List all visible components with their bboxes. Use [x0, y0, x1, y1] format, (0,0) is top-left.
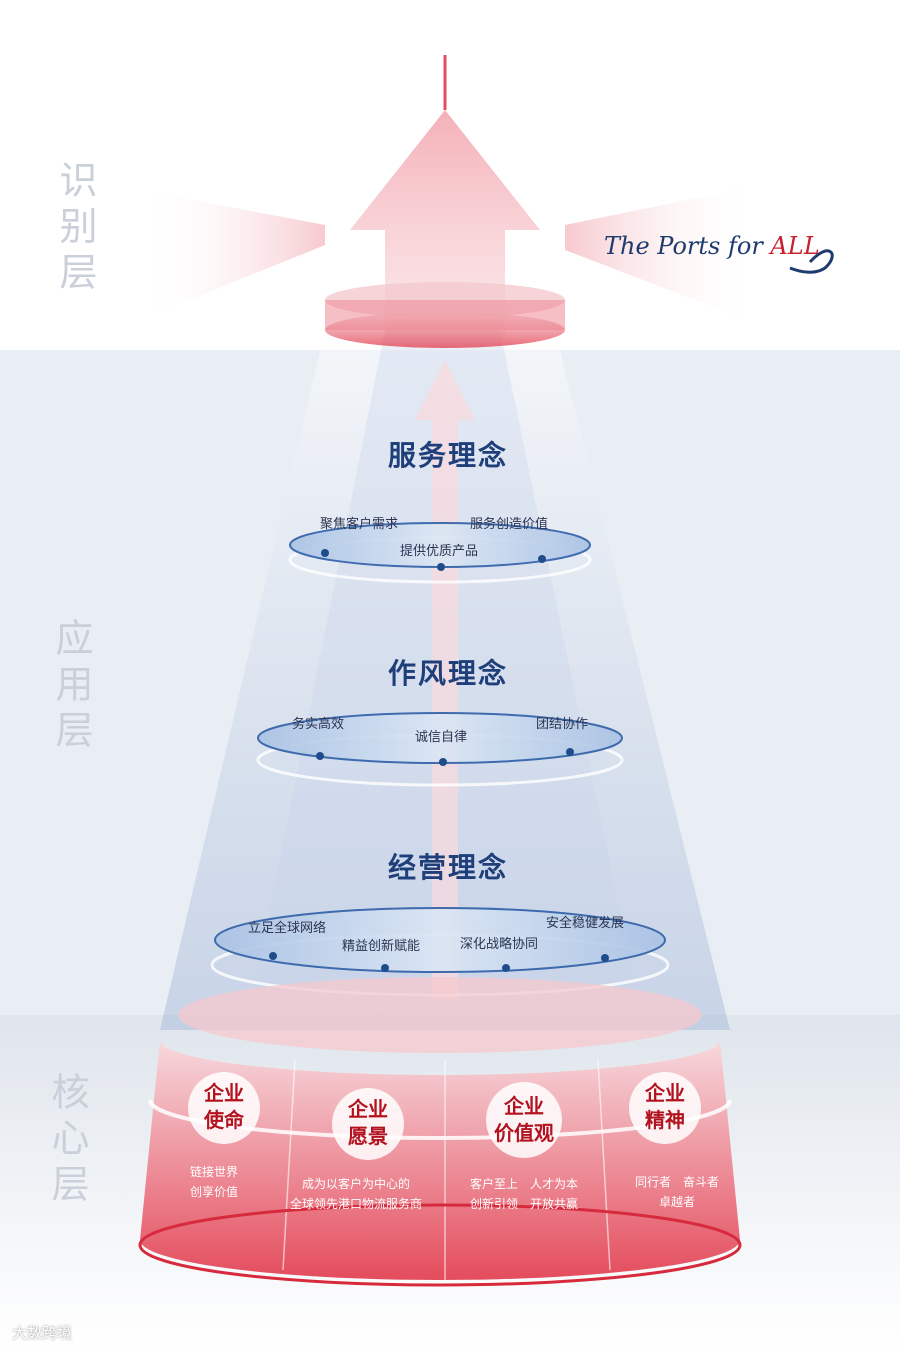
mission-description-line2: 创享价值: [190, 1185, 239, 1199]
values-description-line1: 客户至上 人才为本: [470, 1177, 579, 1191]
service-concept-title: 服务理念: [387, 439, 508, 472]
spirit-description-line2: 卓越者: [659, 1195, 696, 1209]
right-light-ray: [565, 185, 760, 325]
style-keyword: 团结协作: [536, 717, 589, 732]
operation-dot: [269, 952, 277, 960]
values-heading-line2: 价值观: [494, 1121, 554, 1145]
operation-keyword: 安全稳健发展: [546, 916, 625, 931]
layer-label-identity: 识别层: [53, 160, 97, 298]
mission-heading-line1: 企业: [204, 1081, 244, 1105]
values-description-line2: 创新引领 开放共赢: [470, 1197, 579, 1211]
style-concept-title: 作风理念: [387, 657, 508, 690]
core-divider: [597, 1059, 611, 1271]
slogan-accent: ALL: [770, 232, 820, 260]
values-heading: 企业 价值观: [479, 1093, 569, 1147]
style-dot: [566, 748, 574, 756]
service-dot: [321, 549, 329, 557]
mission-description-line1: 链接世界: [190, 1165, 239, 1179]
style-keyword: 诚信自律: [415, 730, 468, 745]
top-disc-side: [325, 300, 565, 330]
spirit-heading-line1: 企业: [645, 1081, 685, 1105]
values-circle: [486, 1082, 562, 1158]
operation-keyword: 深化战略协同: [460, 937, 539, 952]
layer-label-application: 应用层: [49, 618, 93, 756]
style-dot: [439, 758, 447, 766]
operation-keyword: 精益创新赋能: [342, 939, 421, 954]
spirit-description: 同行者 奋斗者 卓越者: [635, 1172, 719, 1212]
operation-dot: [601, 954, 609, 962]
operation-dot: [381, 964, 389, 972]
operation-keyword: 立足全球网络: [248, 921, 327, 936]
core-divider: [282, 1059, 296, 1271]
operation-disc: [214, 907, 666, 973]
operation-dot: [502, 964, 510, 972]
mission-heading: 企业 使命: [179, 1080, 269, 1134]
core-base-drum: [140, 1040, 740, 1280]
values-description: 客户至上 人才为本 创新引领 开放共赢: [470, 1174, 578, 1214]
mission-circle: [188, 1072, 260, 1144]
vision-description-line2: 全球领先港口物流服务商: [290, 1197, 423, 1211]
service-dot: [437, 563, 445, 571]
service-keyword: 聚焦客户需求: [320, 517, 399, 532]
spirit-heading: 企业 精神: [620, 1080, 710, 1134]
service-keyword: 服务创造价值: [470, 517, 549, 532]
vision-heading: 企业 愿景: [323, 1096, 413, 1150]
vision-description-line1: 成为以客户为中心的: [302, 1177, 411, 1191]
spirit-circle: [629, 1072, 701, 1144]
watermark: 大数跨境: [12, 1324, 73, 1342]
service-keyword: 提供优质产品: [400, 544, 479, 559]
values-heading-line1: 企业: [504, 1094, 544, 1118]
core-base-bottom-rim: [138, 1203, 742, 1287]
vision-heading-line1: 企业: [348, 1097, 388, 1121]
mission-description: 链接世界 创享价值: [190, 1162, 238, 1202]
top-arrow: [350, 110, 540, 340]
service-dot: [538, 555, 546, 563]
inner-arrow: [415, 360, 475, 1000]
operation-concept-title: 经营理念: [387, 851, 508, 884]
style-dot: [316, 752, 324, 760]
slogan-wave-icon: [789, 249, 834, 274]
core-base-top: [178, 977, 702, 1053]
spirit-heading-line2: 精神: [645, 1108, 685, 1132]
vision-circle: [332, 1088, 404, 1160]
vision-description: 成为以客户为中心的 全球领先港口物流服务商: [290, 1174, 422, 1214]
layer-label-core: 核心层: [45, 1072, 89, 1210]
slogan-main: The Ports for: [604, 232, 771, 260]
mission-heading-line2: 使命: [204, 1108, 244, 1132]
style-keyword: 务实高效: [292, 717, 345, 732]
left-light-ray: [140, 190, 325, 320]
spirit-description-line1: 同行者 奋斗者: [635, 1175, 720, 1189]
slogan: The Ports for ALL: [604, 232, 820, 260]
vision-heading-line2: 愿景: [348, 1124, 388, 1148]
